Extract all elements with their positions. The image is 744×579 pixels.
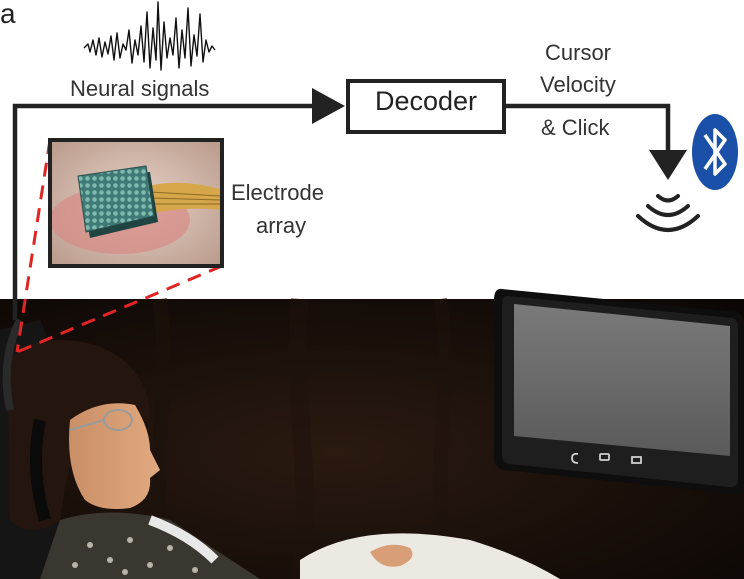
output-label-line-1: Cursor — [545, 40, 612, 65]
panel-letter: a — [0, 0, 16, 29]
output-label-line-3: & Click — [541, 115, 610, 140]
signal-flow-arrow-to-decoder — [12, 88, 345, 320]
electrode-array-photo — [48, 138, 224, 268]
neural-spike-trace — [83, 1, 216, 71]
neural-signals-label: Neural signals — [70, 76, 210, 101]
tablet-display — [494, 288, 744, 495]
output-label-line-2: Velocity — [540, 72, 616, 97]
wireless-signal-icon — [636, 194, 700, 232]
decoder-label: Decoder — [374, 86, 478, 116]
output-arrow-to-wireless — [504, 103, 687, 180]
zoom-dashed-lines — [15, 139, 223, 354]
electrode-label-line-1: Electrode — [231, 180, 324, 205]
bluetooth-icon — [692, 114, 738, 190]
decoder-box — [346, 79, 506, 134]
patient-photo — [0, 288, 744, 579]
electrode-label-line-2: array — [256, 213, 307, 238]
tablet-home-navigation-icons — [571, 452, 642, 464]
